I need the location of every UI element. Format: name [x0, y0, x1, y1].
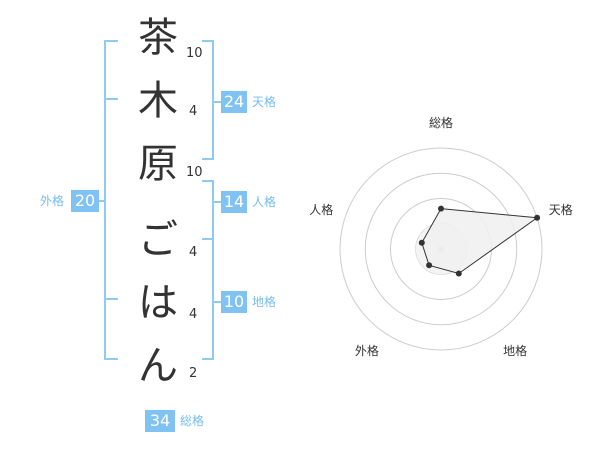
name-char-4: ご	[138, 217, 178, 263]
radar-ring-4	[339, 147, 543, 351]
jinkaku-value-badge: 14	[221, 191, 247, 213]
stroke-count-4: 4	[189, 245, 198, 260]
radar-point-5	[418, 239, 425, 246]
radar-axis-label-1: 総格	[429, 115, 453, 130]
radar-ring-3	[364, 172, 518, 326]
radar-axis-label-5: 人格	[309, 202, 333, 217]
radar-point-2	[534, 214, 541, 221]
chikaku-value-badge: 10	[221, 291, 247, 313]
name-char-3: 原	[138, 141, 178, 187]
name-char-1: 茶	[138, 15, 178, 61]
radar-point-1	[438, 205, 444, 212]
radar-axis-label-2: 天格	[549, 202, 573, 217]
radar-point-4	[426, 262, 433, 269]
stroke-count-5: 4	[189, 307, 198, 322]
tenkaku-label: 天格	[252, 95, 277, 109]
chikaku-label: 地格	[252, 295, 277, 309]
name-char-2: 木	[138, 78, 178, 124]
stroke-count-1: 10	[186, 46, 203, 61]
radar-axis-label-4: 外格	[355, 343, 379, 358]
soukaku-label: 総格	[180, 414, 205, 428]
stroke-count-3: 10	[186, 165, 203, 180]
tenkaku-value-badge: 24	[221, 91, 247, 113]
radar-points	[418, 205, 541, 277]
jinkaku-label: 人格	[252, 195, 277, 209]
radar-area	[421, 208, 539, 275]
stroke-count-2: 4	[189, 104, 198, 119]
stroke-count-6: 2	[189, 366, 198, 381]
radar-data-polygon	[421, 208, 539, 275]
soukaku-value-badge: 34	[145, 410, 175, 432]
gaikaku-value-badge: 20	[71, 190, 99, 212]
radar-axis-label-3: 地格	[503, 343, 527, 358]
name-char-6: ん	[138, 343, 178, 389]
name-char-5: は	[138, 280, 178, 326]
gaikaku-label: 外格	[40, 194, 65, 208]
radar-point-3	[455, 270, 462, 277]
